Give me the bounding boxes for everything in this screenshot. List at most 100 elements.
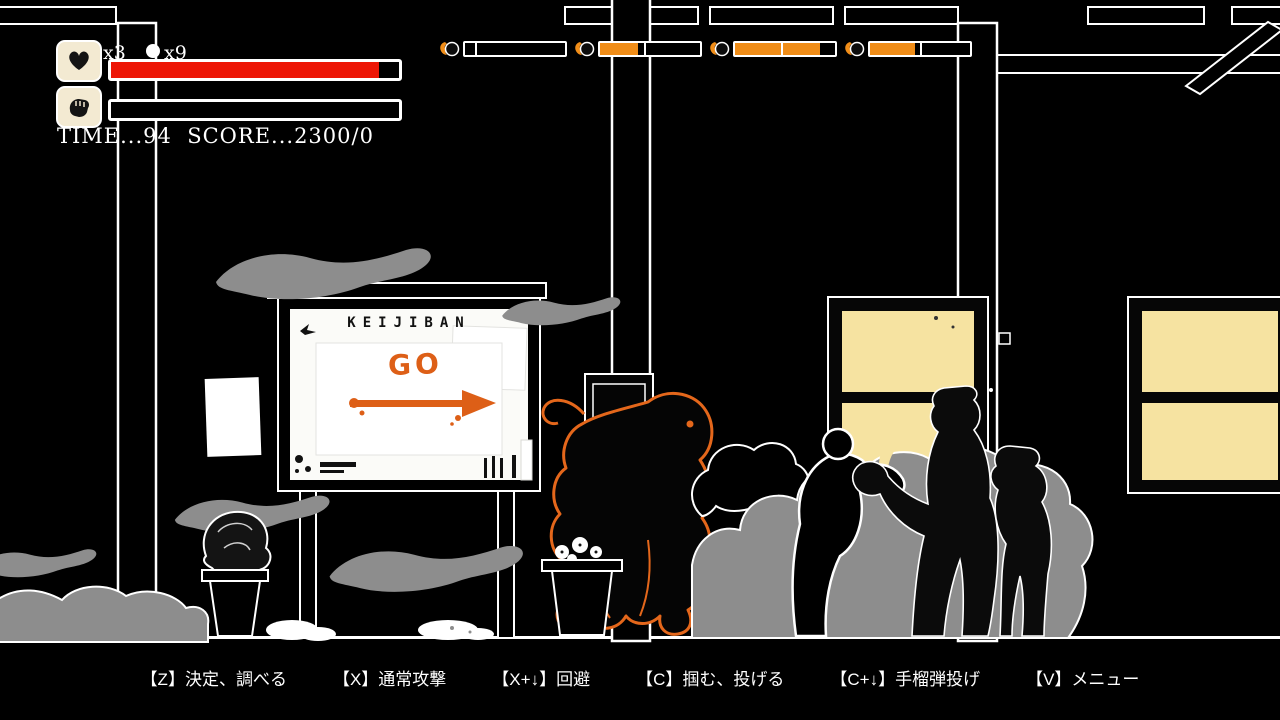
enemy-health-bar bbox=[733, 41, 837, 57]
beam bbox=[709, 6, 834, 25]
board-title: KEIJIBAN bbox=[347, 315, 471, 331]
fighter-silhouette-right bbox=[990, 445, 1053, 637]
pane-speck bbox=[934, 316, 938, 320]
fighter-outline-head bbox=[821, 427, 855, 461]
diagonal-brace bbox=[1184, 20, 1280, 96]
fighter-outline-body bbox=[791, 452, 871, 638]
lump-spot bbox=[450, 626, 454, 630]
lives-plate bbox=[56, 40, 102, 82]
paint-drip bbox=[450, 422, 454, 426]
scribble-stroke bbox=[512, 455, 516, 478]
go-graffiti: GO bbox=[387, 347, 444, 382]
scribble-stroke bbox=[484, 458, 487, 478]
bomb-icon bbox=[845, 41, 865, 57]
hint-menu: 【V】メニュー bbox=[1026, 670, 1140, 689]
window-pane-top bbox=[1142, 311, 1278, 392]
heart-icon bbox=[69, 51, 89, 70]
enemy-health-fill bbox=[735, 43, 820, 55]
bush-scribble bbox=[217, 522, 253, 533]
potted-plant-small bbox=[541, 537, 623, 636]
enemy-health-bar bbox=[463, 41, 567, 57]
arrow-shaft bbox=[350, 400, 466, 407]
dot bbox=[295, 455, 303, 463]
paint-blot bbox=[349, 398, 359, 408]
hint-grenade: 【C+↓】手榴弾投げ bbox=[830, 670, 981, 689]
health-bar bbox=[108, 59, 402, 81]
lump-spot bbox=[468, 630, 472, 634]
beam bbox=[1087, 6, 1205, 25]
enemy-health-fill bbox=[600, 43, 638, 55]
hint-attack: 【X】通常攻撃 bbox=[332, 670, 447, 689]
bomb-icon bbox=[575, 41, 595, 57]
bush bbox=[202, 510, 272, 577]
pot-rim bbox=[541, 559, 623, 572]
enemy-health-bar bbox=[598, 41, 702, 57]
pot-body bbox=[208, 580, 262, 637]
wall-mark-dot bbox=[989, 388, 993, 392]
ceiling-beams bbox=[0, 6, 1280, 96]
enemy-bar-divider bbox=[781, 43, 783, 55]
window-pane-top bbox=[842, 311, 974, 392]
window-right bbox=[1127, 296, 1280, 494]
bulletin-board bbox=[267, 282, 547, 639]
pot-body bbox=[550, 570, 614, 636]
wall-mark-square bbox=[998, 332, 1011, 345]
dot bbox=[305, 466, 311, 472]
beam bbox=[0, 6, 117, 25]
health-fill bbox=[111, 62, 379, 78]
pane-speck bbox=[951, 325, 955, 329]
bush-scribble bbox=[223, 542, 251, 551]
enemy-hud-unit bbox=[843, 40, 972, 58]
enemy-bar-divider bbox=[475, 43, 477, 55]
board-scribbles bbox=[295, 455, 516, 478]
paint-drip bbox=[455, 415, 461, 421]
hint-dodge: 【X+↓】回避 bbox=[492, 670, 591, 689]
go-arrow bbox=[349, 390, 496, 426]
enemy-hud-unit bbox=[438, 40, 567, 58]
scribble-stroke bbox=[500, 458, 503, 478]
pot-rim bbox=[201, 569, 269, 582]
paint-drip bbox=[359, 410, 365, 416]
scribble-stroke bbox=[492, 456, 495, 478]
scribble-bar bbox=[320, 470, 344, 473]
octopus-eye bbox=[686, 420, 694, 428]
octopus-tentacle-line bbox=[639, 539, 651, 617]
ammo-count: x9 bbox=[164, 42, 187, 64]
enemy-health-fill bbox=[870, 43, 915, 55]
window-pane-bottom bbox=[1142, 403, 1278, 480]
pin-mark bbox=[300, 324, 316, 335]
potted-plant-left bbox=[201, 510, 272, 637]
beam bbox=[1231, 6, 1280, 25]
ball-icon bbox=[146, 44, 160, 58]
bomb-icon bbox=[440, 41, 460, 57]
enemy-health-bar bbox=[868, 41, 972, 57]
wall-poster bbox=[204, 377, 262, 457]
lives-count: x3 bbox=[103, 42, 126, 64]
enemy-bar-divider bbox=[920, 43, 922, 55]
dot bbox=[295, 469, 299, 473]
snow-lump bbox=[300, 627, 336, 641]
status-text: TIME...94 SCORE...2300/0 bbox=[57, 124, 374, 148]
smoke-wisp bbox=[329, 545, 523, 592]
paper-roll bbox=[520, 439, 533, 481]
corner-cloud bbox=[0, 585, 210, 643]
flower-dot bbox=[560, 550, 564, 554]
special-bar bbox=[108, 99, 402, 121]
enemy-hud-unit bbox=[573, 40, 702, 58]
beam bbox=[844, 6, 959, 25]
ground-smoke bbox=[0, 585, 494, 643]
arrow-head bbox=[462, 390, 496, 417]
enemy-bar-divider bbox=[644, 43, 646, 55]
flower-dot bbox=[578, 543, 582, 547]
fighter-silhouette-main bbox=[851, 385, 999, 637]
hint-grab: 【C】掴む、投げる bbox=[636, 670, 785, 689]
snow-lump bbox=[462, 628, 494, 640]
enemy-hud-unit bbox=[708, 40, 837, 58]
special-plate bbox=[56, 86, 102, 128]
control-hints: 【Z】決定、調べる 【X】通常攻撃 【X+↓】回避 【C】掴む、投げる 【C+↓… bbox=[0, 665, 1280, 690]
fist-icon bbox=[69, 99, 89, 117]
scribble-bar bbox=[320, 462, 356, 467]
octopus-tentacle-curl bbox=[541, 398, 586, 426]
